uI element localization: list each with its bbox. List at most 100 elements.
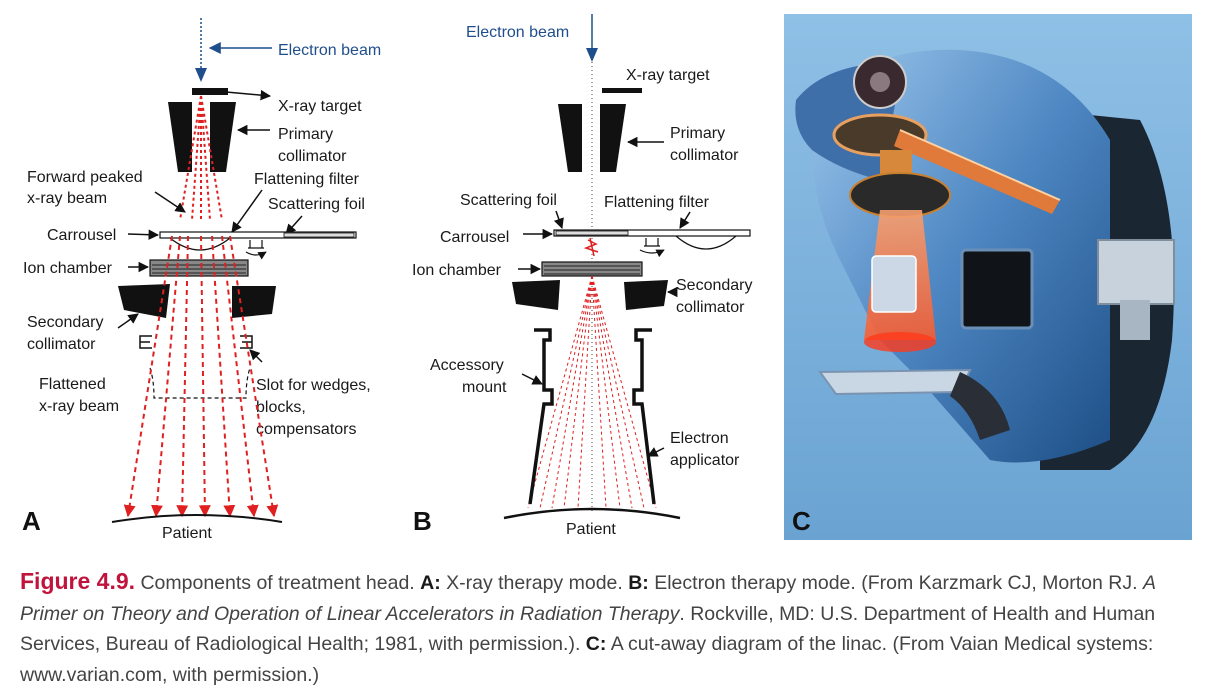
label-primary-collimator-a-2: collimator [278, 148, 347, 165]
caption-a-label: A: [420, 572, 441, 594]
label-primary-collimator-a-1: Primary [278, 126, 333, 143]
flattening-filter-b [675, 235, 737, 250]
label-flattening-filter-a: Flattening filter [254, 171, 360, 188]
caption-b-label: B: [628, 572, 649, 594]
label-flattened-2: x-ray beam [39, 398, 119, 415]
label-xray-target-a: X-ray target [278, 98, 362, 115]
label-slot-3: compensators [256, 421, 357, 438]
secondary-collimator-left-a [118, 284, 170, 318]
label-electron-beam-a: Electron beam [278, 42, 381, 59]
panel-letter-b: B [413, 506, 432, 536]
electron-applicator-left [528, 328, 554, 505]
label-primary-collimator-b-2: collimator [670, 147, 739, 164]
rotation-arrow-b [639, 249, 665, 258]
caption-c-label: C: [585, 633, 607, 655]
label-forward-peaked-2: x-ray beam [27, 190, 107, 207]
label-accessory-mount-2: mount [462, 379, 507, 396]
panel-a-xray-mode: Electron beam X-ray target Primary colli… [22, 18, 381, 542]
secondary-collimator-right-b [624, 280, 668, 310]
flattening-filter-a [169, 237, 231, 251]
accessory-tray [818, 368, 972, 396]
label-forward-peaked-1: Forward peaked [27, 169, 143, 186]
support-arm [950, 372, 1010, 440]
caption-text-1: Components of treatment head. [135, 572, 421, 594]
pointer-flattening-filter-a [231, 189, 263, 233]
caption-figure-number: Figure 4.9. [20, 568, 136, 594]
caption-c-text: A cut-away diagram of the linac. (From V… [20, 633, 1154, 686]
primary-collimator-right-a [210, 102, 236, 172]
label-carrousel-a: Carrousel [47, 227, 116, 244]
caption-b-text: Electron therapy mode. (From Karzmark CJ… [648, 572, 1143, 594]
panel-letter-a: A [22, 506, 41, 536]
primary-collimator-left-a [168, 102, 192, 172]
pointer-electron-applicator [647, 447, 665, 457]
panel-b-electron-mode: Electron beam X-ray target Primary colli… [412, 14, 753, 538]
label-patient-a: Patient [162, 525, 212, 542]
label-secondary-collimator-a-2: collimator [27, 336, 96, 353]
label-primary-collimator-b-1: Primary [670, 125, 725, 142]
pointer-scattering-foil-b [553, 210, 564, 229]
label-ion-chamber-b: Ion chamber [412, 262, 502, 279]
label-secondary-collimator-a-1: Secondary [27, 314, 104, 331]
pointer-carrousel-a [127, 229, 160, 240]
electron-beam-arrowhead-b [586, 48, 598, 62]
secondary-collimator-right-a [232, 286, 276, 318]
label-scattering-foil-a: Scattering foil [268, 196, 365, 213]
carrousel-pivot-a [248, 240, 264, 249]
flattened-xray-beam [123, 235, 279, 518]
xray-target-a [192, 88, 228, 95]
wedge-slot-left [139, 335, 152, 349]
label-secondary-collimator-b-1: Secondary [676, 277, 753, 294]
panel-letter-c: C [792, 506, 811, 536]
xray-target-b [602, 88, 642, 93]
panel-c-linac-cutaway: C [784, 14, 1192, 540]
pointer-forward-peaked [154, 191, 186, 213]
electron-beam-fan [527, 275, 657, 509]
electron-scatter [583, 237, 599, 257]
control-panel [960, 248, 1034, 330]
label-patient-b: Patient [566, 521, 616, 538]
pointer-slot [249, 349, 263, 363]
rotation-arrow-a [245, 251, 267, 260]
ion-chamber-a [149, 259, 249, 277]
label-slot-1: Slot for wedges, [256, 377, 371, 394]
caption-book-title: A Primer on Theory and Operation of Line… [20, 572, 1156, 625]
label-secondary-collimator-b-2: collimator [676, 299, 745, 316]
imaging-arm [1120, 300, 1150, 340]
electron-beam-arrowhead [195, 68, 207, 82]
scattering-foil-b [555, 230, 629, 236]
label-scattering-foil-b: Scattering foil [460, 192, 557, 209]
label-electron-applicator-1: Electron [670, 430, 729, 447]
label-xray-target-b: X-ray target [626, 67, 710, 84]
caption-b-text-2: . Rockville, MD: U.S. Department of Heal… [20, 602, 1156, 656]
secondary-collimator-left-b [512, 280, 560, 310]
label-flattened-1: Flattened [39, 376, 106, 393]
label-carrousel-b: Carrousel [440, 229, 509, 246]
primary-collimator-left-b [558, 104, 582, 172]
waveguide [894, 130, 1060, 214]
mlc-collimator [871, 255, 917, 313]
electron-applicator-right [632, 328, 656, 505]
carrousel-a [159, 231, 357, 239]
pointer-accessory-mount [521, 373, 543, 385]
flattened-beam-outline [149, 367, 251, 399]
carrousel-b [553, 229, 751, 237]
carrousel-pivot-b [644, 238, 660, 247]
forward-peaked-beam [179, 95, 223, 221]
patient-surface-b [503, 507, 681, 520]
label-electron-applicator-2: applicator [670, 452, 740, 469]
label-ion-chamber-a: Ion chamber [23, 260, 113, 277]
pointer-xray-target-a [225, 89, 272, 101]
figure-caption: Figure 4.9. Components of treatment head… [20, 566, 1195, 690]
label-slot-2: blocks, [256, 399, 306, 416]
caption-a-text: X-ray therapy mode. [440, 572, 629, 594]
scattering-foil-a [283, 232, 355, 238]
label-electron-beam-b: Electron beam [466, 24, 569, 41]
imaging-panel [1097, 239, 1175, 305]
pointer-flattening-filter-b [679, 211, 691, 229]
primary-collimator-right-b [600, 104, 626, 172]
label-flattening-filter-b: Flattening filter [604, 194, 710, 211]
pointer-secondary-collimator-a [117, 313, 139, 329]
pointer-scattering-foil-a [285, 215, 303, 235]
